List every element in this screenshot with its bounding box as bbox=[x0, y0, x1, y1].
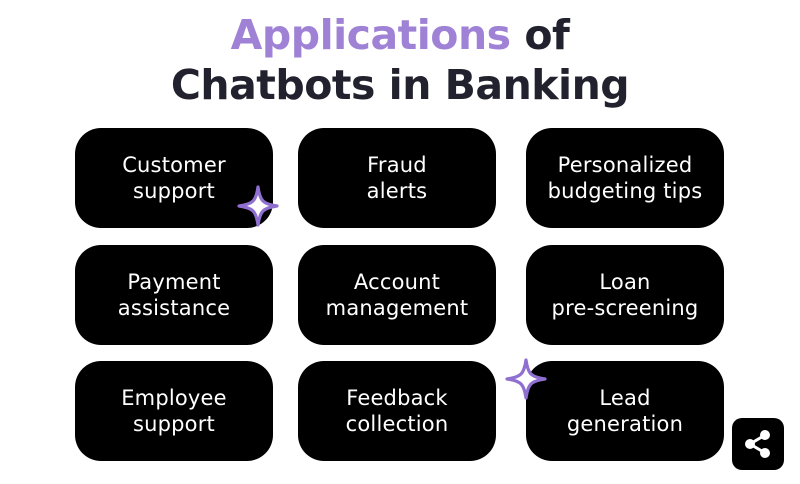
card-label-line: management bbox=[325, 296, 469, 320]
title-rest: of bbox=[510, 11, 570, 59]
card-label-line: alerts bbox=[366, 179, 428, 203]
card-label-line: Account bbox=[353, 270, 441, 294]
card-label-line: pre-screening bbox=[551, 296, 699, 320]
page-title: Applications of Chatbots in Banking bbox=[0, 10, 800, 110]
share-button[interactable] bbox=[732, 418, 784, 470]
card-label-line: Lead bbox=[599, 386, 651, 410]
card-label-line: support bbox=[132, 179, 215, 203]
title-line-2: Chatbots in Banking bbox=[170, 61, 630, 109]
card-label-line: Feedback bbox=[346, 386, 448, 410]
sparkle-icon bbox=[505, 358, 547, 400]
card-label-line: budgeting tips bbox=[547, 179, 703, 203]
card-label-line: support bbox=[132, 412, 215, 436]
card-label-line: Personalized bbox=[557, 153, 693, 177]
title-line-1: Applications of bbox=[0, 10, 800, 60]
card-label-line: generation bbox=[566, 412, 684, 436]
card-label-line: Fraud bbox=[367, 153, 427, 177]
card-label-line: Employee bbox=[121, 386, 227, 410]
share-icon bbox=[745, 430, 770, 458]
card-label-line: Payment bbox=[127, 270, 221, 294]
card-label-line: assistance bbox=[117, 296, 231, 320]
card-label-line: Customer bbox=[122, 153, 226, 177]
card-label-line: collection bbox=[345, 412, 449, 436]
title-accent: Applications bbox=[230, 11, 511, 59]
card-label-line: Loan bbox=[599, 270, 651, 294]
sparkle-icon bbox=[237, 185, 279, 227]
